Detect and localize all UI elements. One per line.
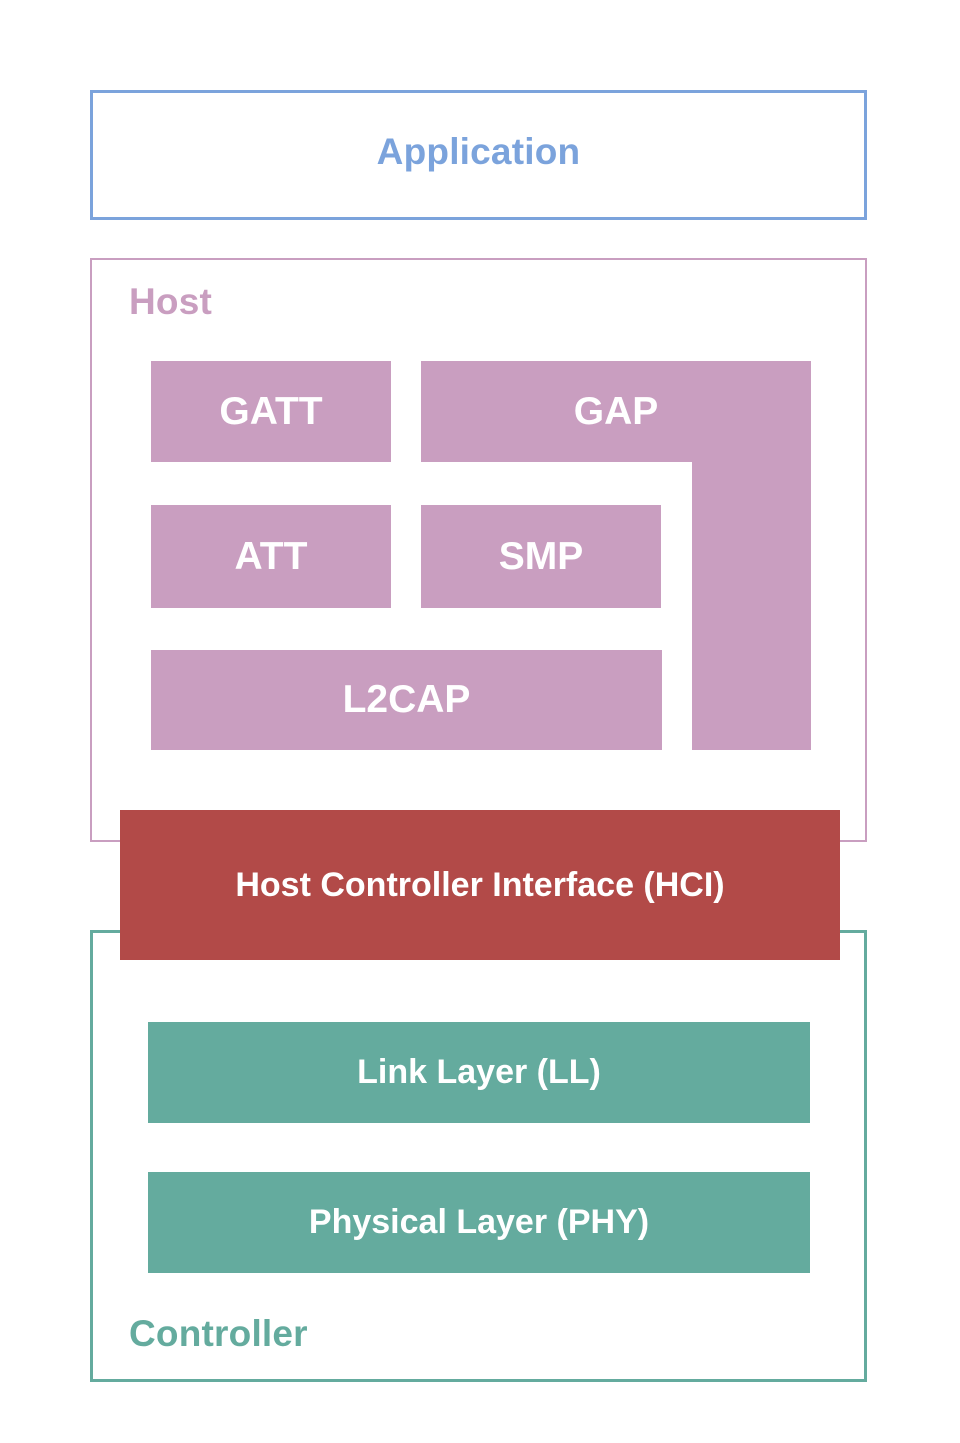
block-att: ATT bbox=[151, 505, 391, 608]
block-gap: GAP bbox=[421, 361, 811, 750]
block-gatt: GATT bbox=[151, 361, 391, 462]
block-host-controller-interface: Host Controller Interface (HCI) bbox=[120, 810, 840, 960]
block-link-layer: Link Layer (LL) bbox=[148, 1022, 810, 1123]
application-group-box bbox=[90, 90, 867, 220]
block-gap-label: GAP bbox=[573, 389, 659, 433]
block-physical-layer: Physical Layer (PHY) bbox=[148, 1172, 810, 1273]
block-smp: SMP bbox=[421, 505, 661, 608]
gap-top-bar bbox=[421, 361, 811, 462]
gap-right-stem bbox=[692, 462, 811, 750]
block-l2cap: L2CAP bbox=[151, 650, 662, 750]
host-label: Host bbox=[129, 281, 213, 322]
controller-label: Controller bbox=[129, 1313, 308, 1354]
application-label: Application bbox=[376, 131, 581, 172]
